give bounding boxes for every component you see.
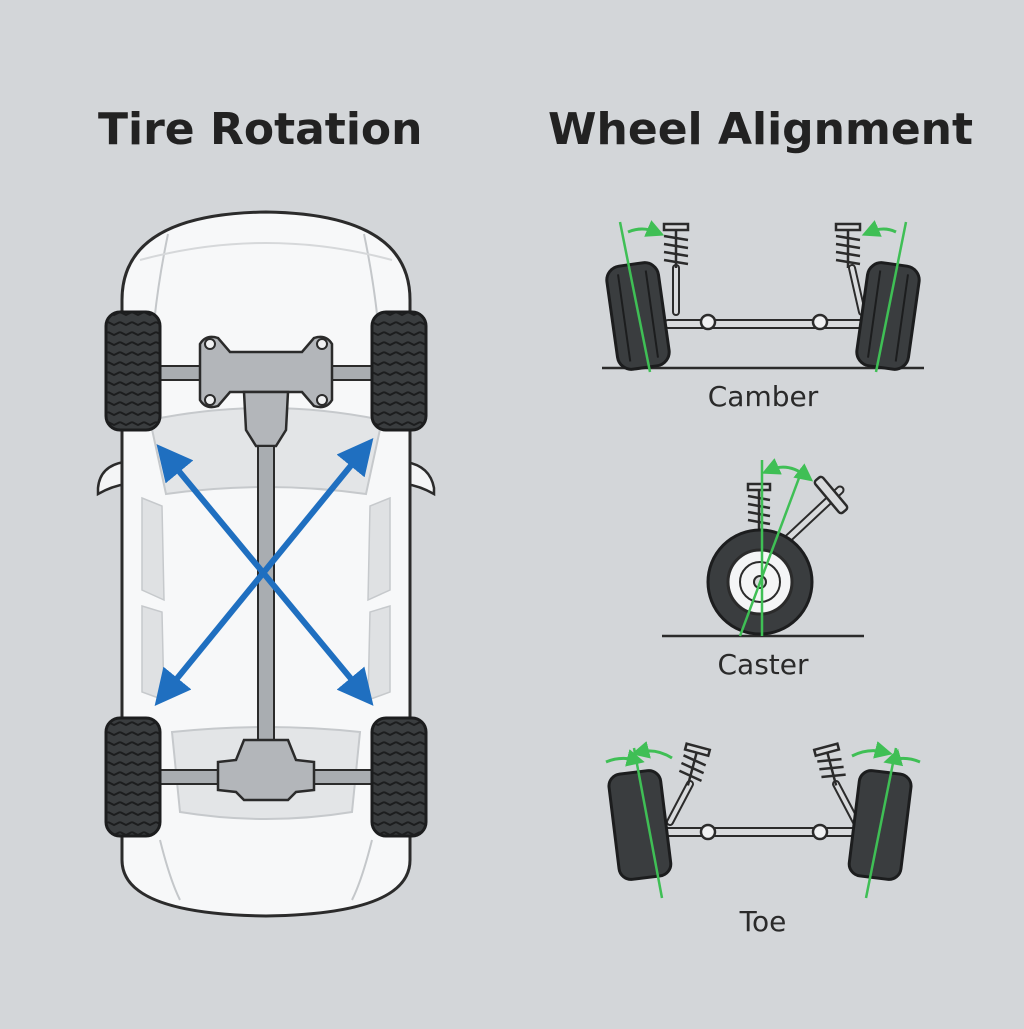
rotation-arrows: [154, 438, 374, 706]
rotation-arrow-front-right-to-rear-left: [154, 438, 374, 706]
left-side-window: [141, 496, 165, 602]
caster-label: Caster: [717, 648, 809, 681]
toe-left-angle-arrow-2: [631, 741, 673, 760]
toe-right-angle-arrow-2: [883, 748, 921, 767]
toe-left-angle-arrow: [605, 749, 645, 767]
camber-left-angle-line: [618, 221, 652, 373]
toe-diagram: [605, 741, 921, 899]
driveshaft: [257, 445, 275, 741]
toe-right-angle-arrow: [851, 741, 893, 759]
toe-right-angle-line: [864, 747, 898, 899]
rear-right-tire-icon: [370, 716, 428, 838]
caster-angle-arrow: [761, 458, 814, 482]
rear-left-tire-icon: [104, 716, 162, 838]
toe-right-spring-icon: [812, 742, 846, 786]
wheels: [104, 310, 428, 838]
camber-right-spring-icon: [834, 222, 862, 268]
transmission: [242, 390, 290, 448]
left-mirror-icon: [96, 460, 128, 497]
front-left-tire-icon: [104, 310, 162, 432]
toe-label: Toe: [739, 905, 787, 938]
front-subframe: [198, 335, 334, 409]
rear-differential: [216, 738, 316, 802]
toe-left-angle-line: [632, 747, 664, 899]
camber-label: Camber: [707, 380, 819, 413]
camber-diagram: [602, 220, 924, 373]
toe-left-wheel-icon: [607, 769, 673, 881]
wheel-alignment-title: Wheel Alignment: [548, 104, 974, 155]
right-mirror-icon: [404, 460, 436, 497]
tire-rotation-title: Tire Rotation: [98, 104, 423, 155]
camber-left-spring-icon: [662, 222, 690, 268]
front-right-tire-icon: [370, 310, 428, 432]
camber-left-angle-arrow: [627, 220, 665, 237]
right-side-window: [367, 496, 391, 602]
caster-angle-line: [738, 469, 804, 637]
caster-diagram: [662, 458, 864, 638]
camber-right-angle-arrow: [861, 220, 897, 237]
toe-left-spring-icon: [678, 742, 712, 786]
camber-right-angle-line: [874, 221, 908, 373]
